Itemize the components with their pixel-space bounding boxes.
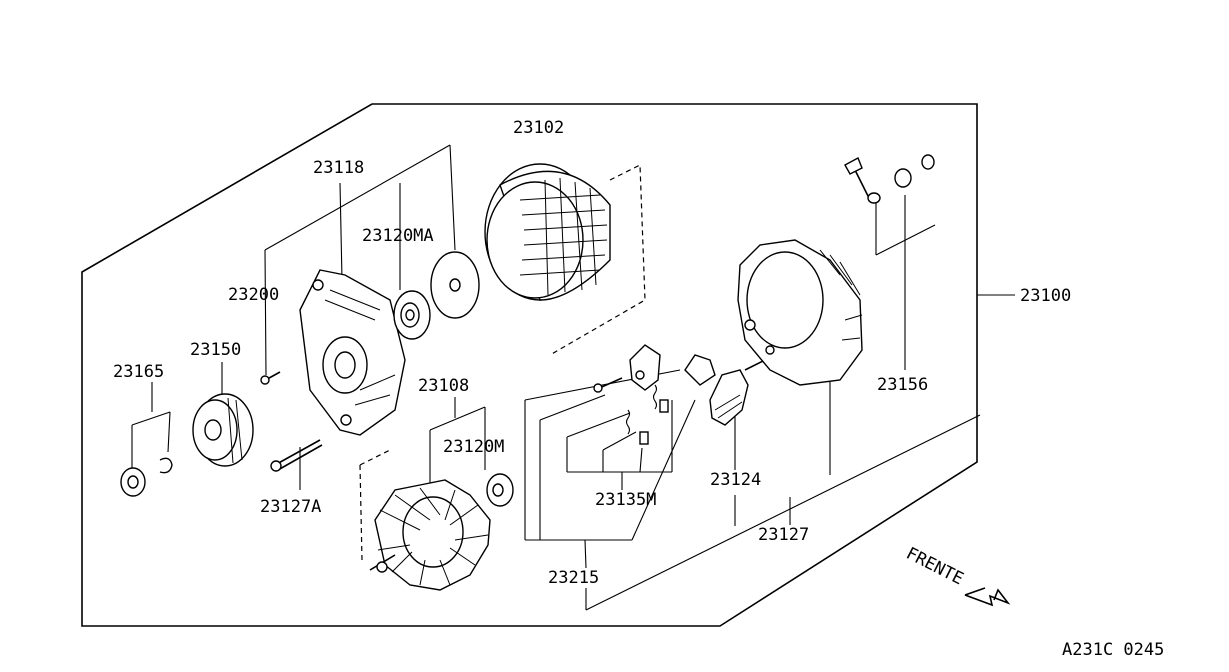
figure-code: A231C 0245	[1062, 640, 1164, 660]
retainer-plate	[430, 251, 480, 319]
front-bracket	[299, 269, 406, 436]
part-label-23118: 23118	[313, 158, 364, 178]
part-label-23127: 23127	[758, 525, 809, 545]
part-label-23102: 23102	[513, 118, 564, 138]
part-label-23124: 23124	[710, 470, 761, 490]
diode-insulator	[684, 354, 716, 386]
front-bearing	[393, 290, 431, 340]
stator	[484, 163, 611, 301]
terminal-bolt	[844, 154, 935, 204]
direction-label: FRENTE	[903, 544, 967, 590]
part-label-23108: 23108	[418, 376, 469, 396]
rotor	[369, 479, 491, 591]
through-bolt	[270, 439, 323, 472]
assembly-frame	[81, 103, 978, 627]
part-label-23100: 23100	[1020, 286, 1071, 306]
rear-bearing	[486, 473, 514, 507]
brush-holder	[593, 344, 669, 445]
regulator	[709, 359, 766, 426]
part-label-23215: 23215	[548, 568, 599, 588]
part-label-23135m: 23135M	[595, 490, 656, 510]
leader-lines	[131, 144, 1015, 611]
screw	[260, 371, 281, 385]
part-label-23165: 23165	[113, 362, 164, 382]
part-label-23120ma: 23120MA	[362, 226, 434, 246]
front-direction-indicator: FRENTE	[903, 544, 1011, 607]
pulley-nut	[120, 457, 173, 497]
part-label-23156: 23156	[877, 375, 928, 395]
part-label-23200: 23200	[228, 285, 279, 305]
part-label-23120m: 23120M	[443, 437, 504, 457]
part-label-23127a: 23127A	[260, 497, 321, 517]
part-label-23150: 23150	[190, 340, 241, 360]
rear-bracket	[737, 239, 863, 386]
part-labels: 23102 23118 23120MA 23200 23150 23165 23…	[113, 118, 1071, 588]
pulley	[192, 393, 254, 467]
